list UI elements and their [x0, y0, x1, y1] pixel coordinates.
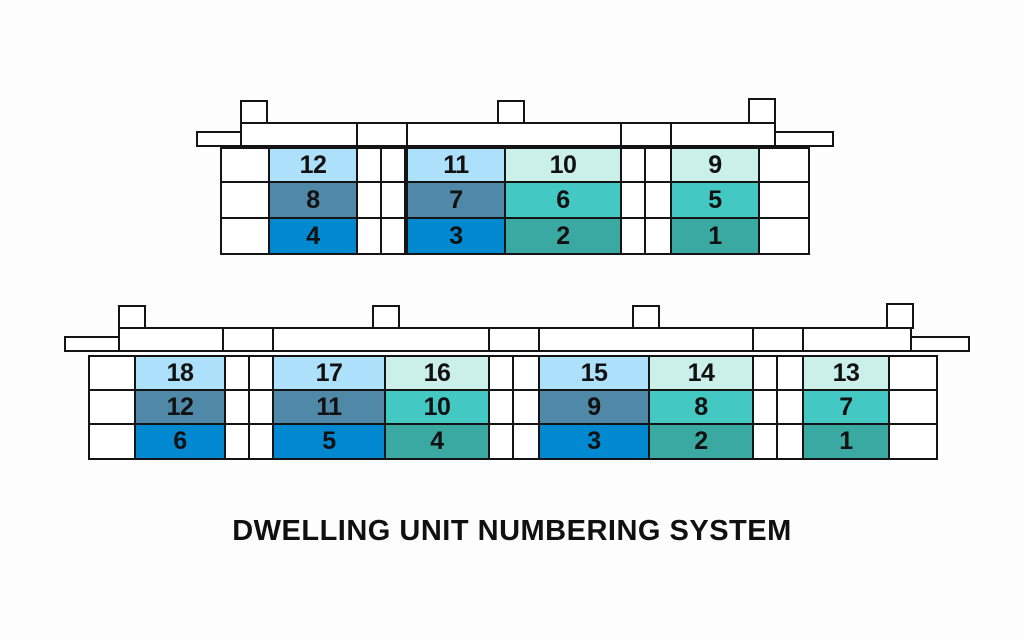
unit-cell-18: 18: [134, 355, 226, 391]
unit-cell-empty: [752, 389, 778, 425]
unit-cell-empty: [356, 181, 382, 219]
upper-roof-chimney-right: [748, 98, 776, 124]
unit-cell-empty: [620, 147, 646, 183]
unit-cell-empty: [380, 147, 406, 183]
lower-balcony-far-right: [910, 336, 970, 352]
lower-roof-chimney-2: [372, 305, 400, 329]
unit-cell-11: 11: [272, 389, 386, 425]
upper-balcony-far-right: [774, 131, 834, 147]
upper-roof-chimney-mid: [497, 100, 525, 124]
upper-roof-stair-left: [356, 122, 408, 147]
unit-cell-12: 12: [268, 147, 358, 183]
unit-cell-empty: [356, 217, 382, 255]
unit-cell-empty: [512, 389, 540, 425]
unit-cell-17: 17: [272, 355, 386, 391]
lower-roof-wing-3: [538, 327, 754, 352]
unit-cell-10: 10: [384, 389, 490, 425]
unit-cell-empty: [758, 181, 810, 219]
unit-cell-empty: [512, 423, 540, 460]
unit-cell-9: 9: [670, 147, 760, 183]
upper-roof-wing-left: [240, 122, 358, 147]
unit-cell-15: 15: [538, 355, 650, 391]
unit-cell-empty: [752, 423, 778, 460]
unit-cell-5: 5: [272, 423, 386, 460]
unit-cell-8: 8: [648, 389, 754, 425]
unit-cell-empty: [88, 389, 136, 425]
unit-cell-empty: [620, 217, 646, 255]
unit-cell-empty: [356, 147, 382, 183]
unit-cell-3: 3: [406, 217, 506, 255]
unit-cell-empty: [88, 355, 136, 391]
unit-cell-empty: [220, 181, 270, 219]
upper-roof-wing-right: [670, 122, 776, 147]
upper-roof-stair-right: [620, 122, 672, 147]
unit-cell-empty: [248, 423, 274, 460]
unit-cell-empty: [488, 423, 514, 460]
page-title: DWELLING UNIT NUMBERING SYSTEM: [232, 515, 792, 548]
unit-cell-empty: [644, 217, 672, 255]
unit-cell-empty: [224, 355, 250, 391]
unit-cell-empty: [776, 423, 804, 460]
unit-cell-empty: [776, 355, 804, 391]
lower-roof-wing-1: [118, 327, 224, 352]
unit-cell-4: 4: [384, 423, 490, 460]
unit-cell-empty: [752, 355, 778, 391]
unit-cell-empty: [220, 147, 270, 183]
unit-cell-empty: [644, 147, 672, 183]
unit-cell-empty: [888, 389, 938, 425]
unit-cell-empty: [644, 181, 672, 219]
lower-roof-wing-2: [272, 327, 490, 352]
unit-cell-empty: [888, 423, 938, 460]
unit-cell-14: 14: [648, 355, 754, 391]
unit-cell-12: 12: [134, 389, 226, 425]
lower-roof-chimney-4: [886, 303, 914, 329]
unit-cell-7: 7: [802, 389, 890, 425]
unit-cell-5: 5: [670, 181, 760, 219]
unit-cell-empty: [248, 389, 274, 425]
unit-cell-2: 2: [648, 423, 754, 460]
upper-balcony-far-left: [196, 131, 242, 147]
unit-cell-empty: [248, 355, 274, 391]
unit-cell-13: 13: [802, 355, 890, 391]
unit-cell-empty: [380, 181, 406, 219]
unit-cell-1: 1: [802, 423, 890, 460]
unit-cell-empty: [88, 423, 136, 460]
unit-cell-6: 6: [504, 181, 622, 219]
unit-cell-2: 2: [504, 217, 622, 255]
unit-cell-empty: [488, 355, 514, 391]
lower-roof-chimney-3: [632, 305, 660, 329]
lower-roof-stair-2: [488, 327, 540, 352]
unit-cell-6: 6: [134, 423, 226, 460]
unit-cell-empty: [380, 217, 406, 255]
unit-cell-empty: [224, 423, 250, 460]
unit-cell-empty: [224, 389, 250, 425]
unit-cell-empty: [776, 389, 804, 425]
lower-roof-chimney-1: [118, 305, 146, 329]
lower-roof-wing-4: [802, 327, 912, 352]
lower-balcony-far-left: [64, 336, 120, 352]
unit-cell-empty: [758, 147, 810, 183]
unit-cell-11: 11: [406, 147, 506, 183]
upper-roof-chimney-left: [240, 100, 268, 124]
unit-cell-empty: [220, 217, 270, 255]
unit-cell-10: 10: [504, 147, 622, 183]
lower-roof-stair-1: [222, 327, 274, 352]
unit-cell-9: 9: [538, 389, 650, 425]
unit-cell-empty: [512, 355, 540, 391]
unit-cell-7: 7: [406, 181, 506, 219]
unit-cell-4: 4: [268, 217, 358, 255]
unit-cell-empty: [758, 217, 810, 255]
upper-roof-wing-mid: [406, 122, 622, 147]
unit-cell-empty: [620, 181, 646, 219]
unit-cell-empty: [888, 355, 938, 391]
unit-cell-8: 8: [268, 181, 358, 219]
lower-roof-stair-3: [752, 327, 804, 352]
unit-cell-empty: [488, 389, 514, 425]
unit-cell-1: 1: [670, 217, 760, 255]
unit-cell-16: 16: [384, 355, 490, 391]
unit-cell-3: 3: [538, 423, 650, 460]
